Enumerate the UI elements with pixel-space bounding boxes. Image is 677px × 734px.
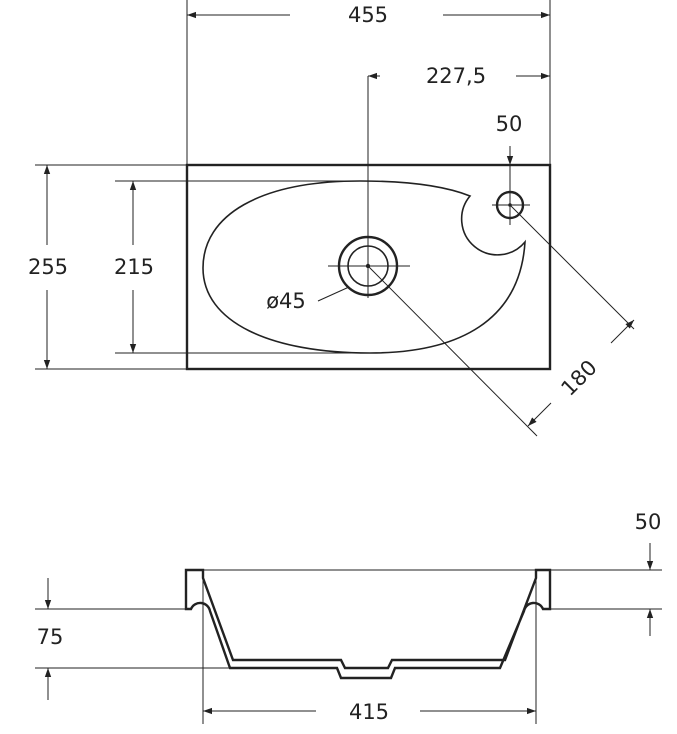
side-view: 50 75 415 (35, 510, 662, 724)
top-view: 455 227,5 50 255 215 ø45 180 (28, 0, 635, 437)
dim-diagonal: 180 (556, 355, 601, 400)
dim-bowl-height: 75 (37, 625, 64, 649)
dim-rim-height: 50 (635, 510, 662, 534)
dim-drain-offset: 227,5 (426, 64, 486, 88)
basin-section-outer (184, 568, 552, 680)
dim-overall-width: 455 (348, 3, 388, 27)
dim-overall-depth: 255 (28, 255, 68, 279)
bowl-outline (202, 180, 526, 354)
dim-drain-diameter: ø45 (266, 289, 306, 313)
dim-bowl-depth: 215 (114, 255, 154, 279)
dim-tap-hole-offset: 50 (496, 112, 523, 136)
dim-bottom-width: 415 (349, 700, 389, 724)
